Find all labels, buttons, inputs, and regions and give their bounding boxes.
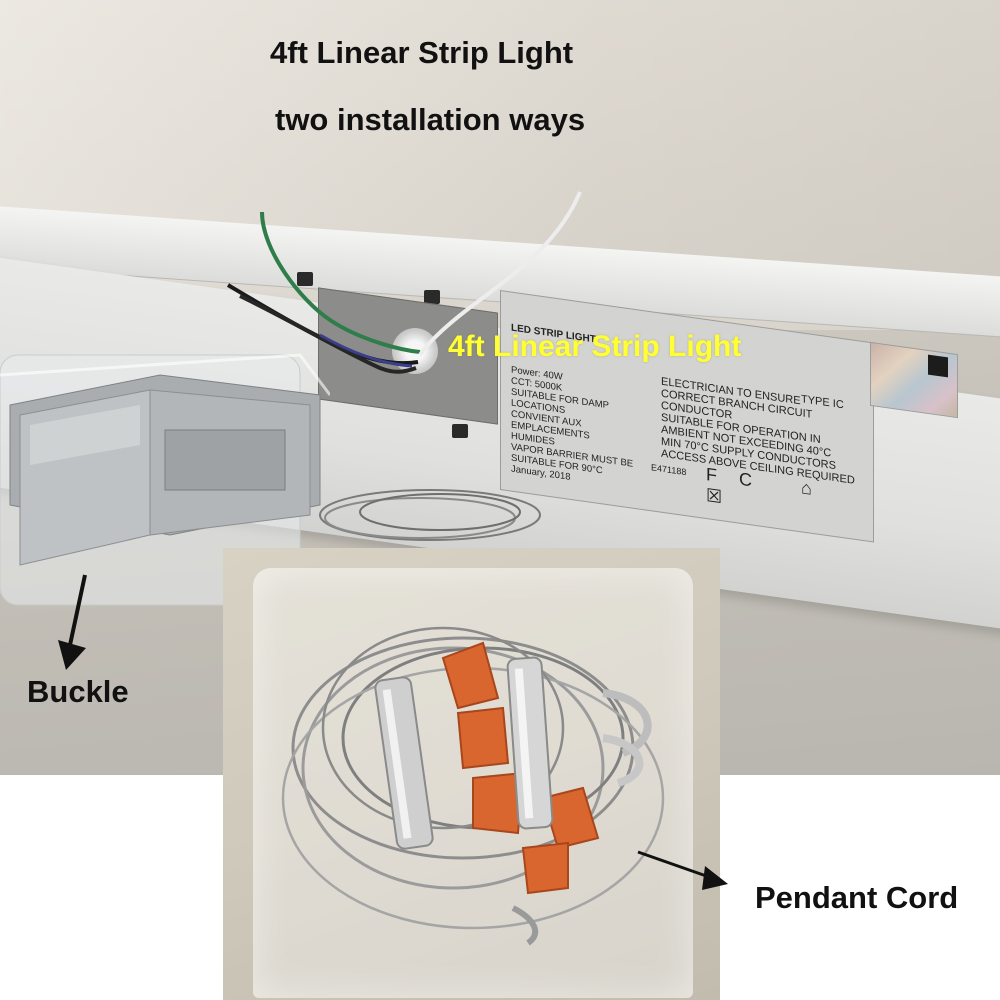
pendant-cord-kit xyxy=(281,626,665,946)
fixture-knockout-hole xyxy=(452,424,468,438)
buckle-bracket-bag xyxy=(0,353,330,606)
headline-line-2: two installation ways xyxy=(275,102,586,137)
pendant-cord-inset-photo xyxy=(223,548,720,1000)
main-photo: LED STRIP LIGHT Power: 40W CCT: 5000K SU… xyxy=(0,0,1000,775)
buckle-callout-label: Buckle xyxy=(27,674,129,709)
headline-line-1: 4ft Linear Strip Light xyxy=(270,35,574,70)
blue-wire xyxy=(319,333,413,368)
wire-nuts xyxy=(441,641,600,895)
fixture-wires xyxy=(226,191,582,374)
cable-grippers xyxy=(374,656,554,850)
black-line-wire-2 xyxy=(239,294,417,374)
white-neutral-wire xyxy=(418,191,582,357)
fixture-knockout-hole xyxy=(424,290,440,304)
background-cable-coil xyxy=(319,489,541,541)
fixture-knockout-hole xyxy=(297,272,313,286)
pendant-cord-callout-label: Pendant Cord xyxy=(755,880,959,915)
overlay-product-name: 4ft Linear Strip Light xyxy=(448,330,742,363)
green-ground-wire xyxy=(260,211,421,354)
